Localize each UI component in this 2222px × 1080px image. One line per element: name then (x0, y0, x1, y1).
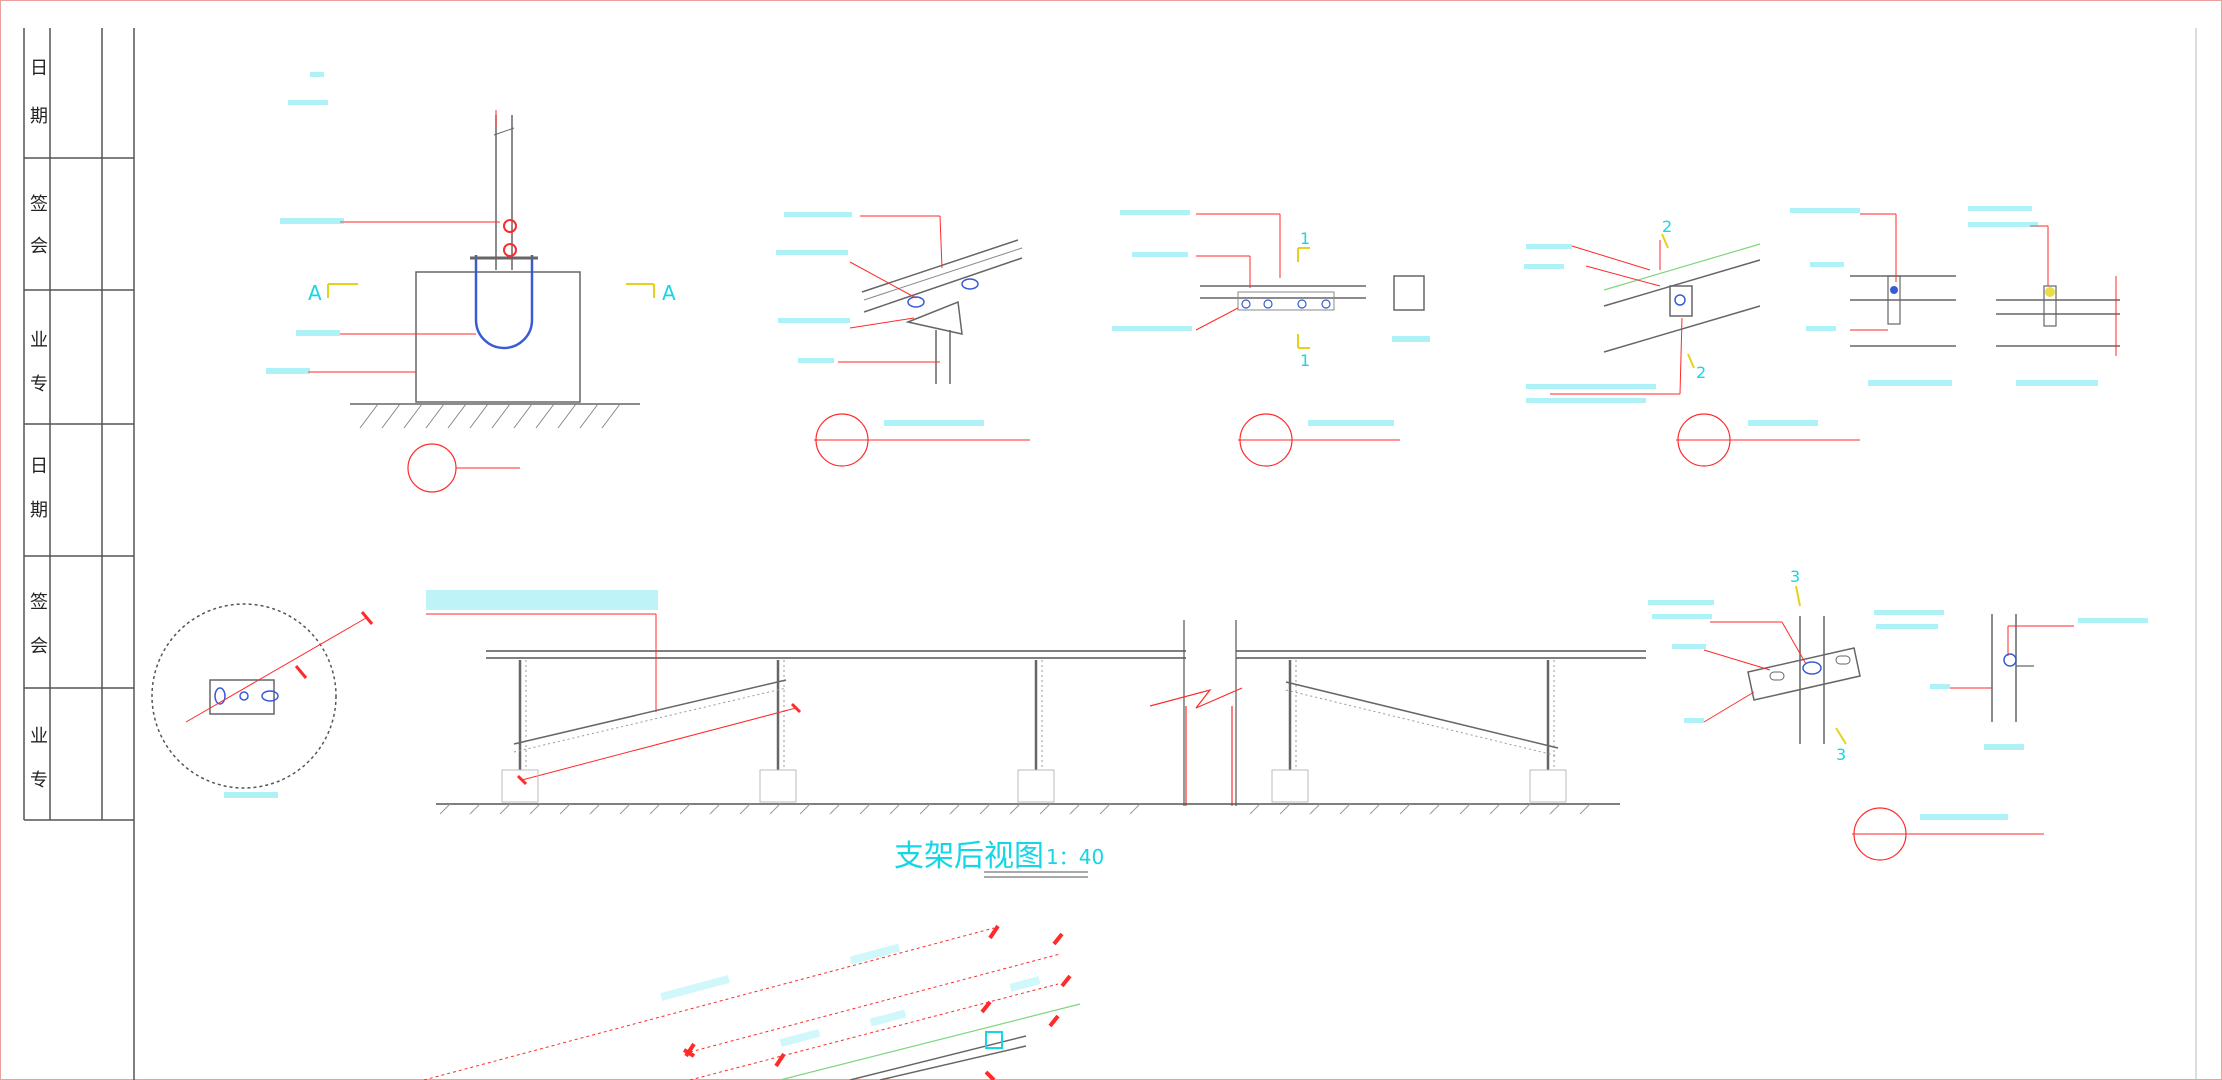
title-block: 日 期 签 会 业 专 日 期 签 会 业 专 (23, 28, 135, 1080)
title-block-cell: 期 (30, 500, 48, 521)
title-block-cell: 会 (30, 636, 48, 657)
title-block-cell: 业 (30, 330, 48, 351)
section-2-mark-bottom: 2 (1696, 363, 1706, 382)
detail-panel-dimensions (423, 924, 1081, 1080)
main-rear-view: 支架后视图 1：40 (426, 590, 1646, 878)
title-block-cell: 专 (30, 374, 48, 395)
detail-foundation-post: A A (266, 72, 676, 493)
detail-horizontal-beam: 1 1 (1112, 210, 1430, 467)
title-block-cell: 日 (30, 58, 48, 79)
main-view-title: 支架后视图 (894, 839, 1044, 874)
section-2-mark-top: 2 (1662, 217, 1672, 236)
main-view-scale: 1：40 (1046, 845, 1104, 869)
title-block-cell: 签 (30, 194, 48, 215)
detail-section-a-a (151, 603, 374, 798)
detail-column-connection: 3 3 (1648, 567, 2148, 861)
title-block-cell: 日 (30, 456, 48, 477)
section-3-mark-bottom: 3 (1836, 745, 1846, 764)
section-1-mark-top: 1 (1300, 229, 1310, 248)
detail-beam-bracket (776, 212, 1030, 467)
title-block-cell: 专 (30, 770, 48, 791)
section-a-mark-left: A (308, 281, 322, 305)
title-block-cell: 期 (30, 106, 48, 127)
title-block-cell: 签 (30, 592, 48, 613)
section-a-mark-right: A (662, 281, 676, 305)
detail-section-views-2-2 (1790, 206, 2120, 386)
section-3-mark-top: 3 (1790, 567, 1800, 586)
title-block-cell: 业 (30, 726, 48, 747)
detail-sloped-rail: 2 2 (1524, 217, 1860, 467)
title-block-cell: 会 (30, 236, 48, 257)
section-1-mark-bottom: 1 (1300, 351, 1310, 370)
